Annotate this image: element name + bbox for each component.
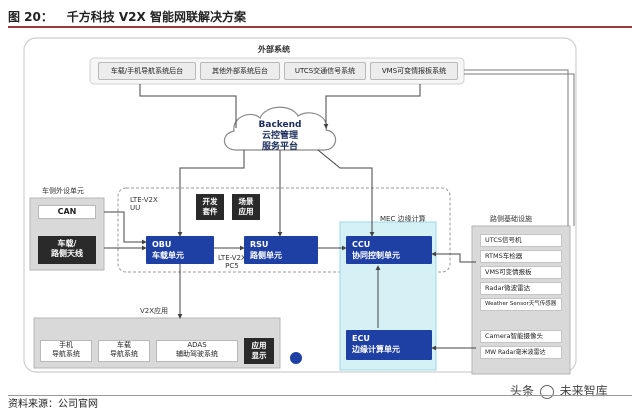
ccu-cn: 协同控制单元 bbox=[352, 251, 400, 260]
ccu-name: CCU bbox=[352, 240, 371, 249]
ecu-cn: 边缘计算单元 bbox=[352, 345, 400, 354]
obu-cn: 车载单元 bbox=[152, 251, 184, 260]
app-car-nav: 车载 导航系统 bbox=[98, 340, 150, 362]
cloud-line-3: 服务平台 bbox=[261, 142, 298, 152]
figure-caption: 千方科技 V2X 智能网联解决方案 bbox=[66, 10, 246, 24]
apps-title: V2X应用 bbox=[140, 307, 169, 315]
outer-frame bbox=[23, 37, 577, 373]
app-adas-line-2: 辅助驾驶系统 bbox=[176, 350, 218, 358]
cloud-shape bbox=[223, 106, 337, 151]
app-adas: ADAS 辅助驾驶系统 bbox=[156, 340, 238, 362]
roadside-item-rtms: RTMS车检器 bbox=[480, 250, 562, 263]
figure-title: 图 20： 千方科技 V2X 智能网联解决方案 bbox=[8, 6, 632, 28]
obu-box: OBU 车载单元 bbox=[146, 236, 214, 264]
ext-box-utcs: UTCS交通信号系统 bbox=[284, 62, 366, 80]
external-systems-title: 外部系统 bbox=[258, 45, 290, 54]
app-car-nav-line-2: 导航系统 bbox=[110, 350, 138, 358]
roadside-item-vms: VMS可变情报板 bbox=[480, 266, 562, 279]
antenna-line-2: 路侧天线 bbox=[51, 249, 83, 258]
app-adas-line-1: ADAS bbox=[187, 341, 207, 349]
watermark: 头条 未来智库 bbox=[510, 382, 608, 399]
link-can-obu bbox=[104, 211, 147, 245]
ecu-box: ECU 边缘计算单元 bbox=[346, 330, 432, 360]
cloud-line-1: Backend bbox=[258, 120, 302, 130]
roadside-item-radar: Radar微波雷达 bbox=[480, 282, 562, 295]
scene-app-line-2: 应用 bbox=[238, 207, 254, 216]
ext-box-navigation: 车载/手机导航系统后台 bbox=[98, 62, 196, 80]
figure-number: 图 20： bbox=[8, 10, 53, 24]
ccu-box: CCU 协同控制单元 bbox=[346, 236, 432, 264]
app-car-nav-line-1: 车载 bbox=[117, 341, 131, 349]
scene-app-box: 场景 应用 bbox=[232, 194, 260, 220]
ecu-name: ECU bbox=[352, 334, 370, 343]
ext-box-other: 其他外部系统后台 bbox=[200, 62, 280, 80]
link-ext-roadside-2 bbox=[464, 73, 575, 226]
legend-dot bbox=[290, 352, 302, 364]
dev-kit-line-1: 开发 bbox=[202, 197, 218, 206]
link-ext-left bbox=[139, 84, 237, 128]
app-phone-nav-line-1: 手机 bbox=[59, 341, 73, 349]
rsu-name: RSU bbox=[250, 240, 269, 249]
watermark-name: 未来智库 bbox=[559, 384, 608, 398]
dev-kit-line-2: 套件 bbox=[202, 207, 218, 216]
source-footer: 资料来源：公司官网 bbox=[8, 395, 632, 413]
roadside-item-camera: Camera智能摄像头 bbox=[480, 330, 562, 343]
roadside-item-utcs: UTCS信号机 bbox=[480, 234, 562, 247]
antenna-line-1: 车载/ bbox=[57, 239, 77, 248]
link-ext-right bbox=[323, 84, 421, 129]
mec-label: MEC 边缘计算 bbox=[380, 215, 426, 223]
app-display-line-1: 应用 bbox=[251, 341, 267, 350]
link-cloud-obu bbox=[177, 150, 245, 237]
rsu-cn: 路侧单元 bbox=[250, 251, 282, 260]
vehicle-unit-title: 车侧外设单元 bbox=[42, 187, 84, 195]
roadside-title: 路侧基础设施 bbox=[490, 215, 532, 223]
pc5-line-1: LTE-V2X bbox=[218, 254, 246, 262]
lte-uu-line-1: LTE-V2X bbox=[130, 196, 158, 204]
cloud-label: Backend 云控管理 服务平台 bbox=[244, 120, 316, 153]
lte-uu-label: LTE-V2X UU bbox=[130, 196, 158, 212]
watermark-logo-icon bbox=[539, 384, 554, 399]
dev-kit-box: 开发 套件 bbox=[196, 194, 224, 220]
obu-name: OBU bbox=[152, 240, 172, 249]
antenna-box: 车载/ 路侧天线 bbox=[38, 236, 96, 264]
app-display-line-2: 显示 bbox=[251, 351, 267, 360]
roadside-item-mw-radar: MW Radar毫米波雷达 bbox=[480, 346, 562, 359]
app-display: 应用 显示 bbox=[244, 338, 274, 364]
link-ext-roadside-1 bbox=[464, 69, 569, 226]
pc5-line-2: PC5 bbox=[225, 262, 239, 270]
app-phone-nav-line-2: 导航系统 bbox=[52, 350, 80, 358]
cloud-line-2: 云控管理 bbox=[261, 131, 298, 141]
scene-app-line-1: 场景 bbox=[238, 197, 254, 206]
app-phone-nav: 手机 导航系统 bbox=[40, 340, 92, 362]
pc5-label: LTE-V2X PC5 bbox=[218, 254, 246, 270]
lte-uu-line-2: UU bbox=[130, 204, 141, 212]
rsu-box: RSU 路侧单元 bbox=[244, 236, 318, 264]
roadside-item-weather: Weather Sensor天气传感器 bbox=[480, 298, 562, 311]
can-box: CAN bbox=[38, 205, 96, 219]
link-cloud-ccu bbox=[317, 149, 375, 237]
ext-box-vms: VMS可变情报板系统 bbox=[370, 62, 458, 80]
link-roadside-ccu bbox=[431, 251, 476, 263]
core-frame bbox=[117, 187, 451, 273]
watermark-prefix: 头条 bbox=[510, 384, 535, 398]
